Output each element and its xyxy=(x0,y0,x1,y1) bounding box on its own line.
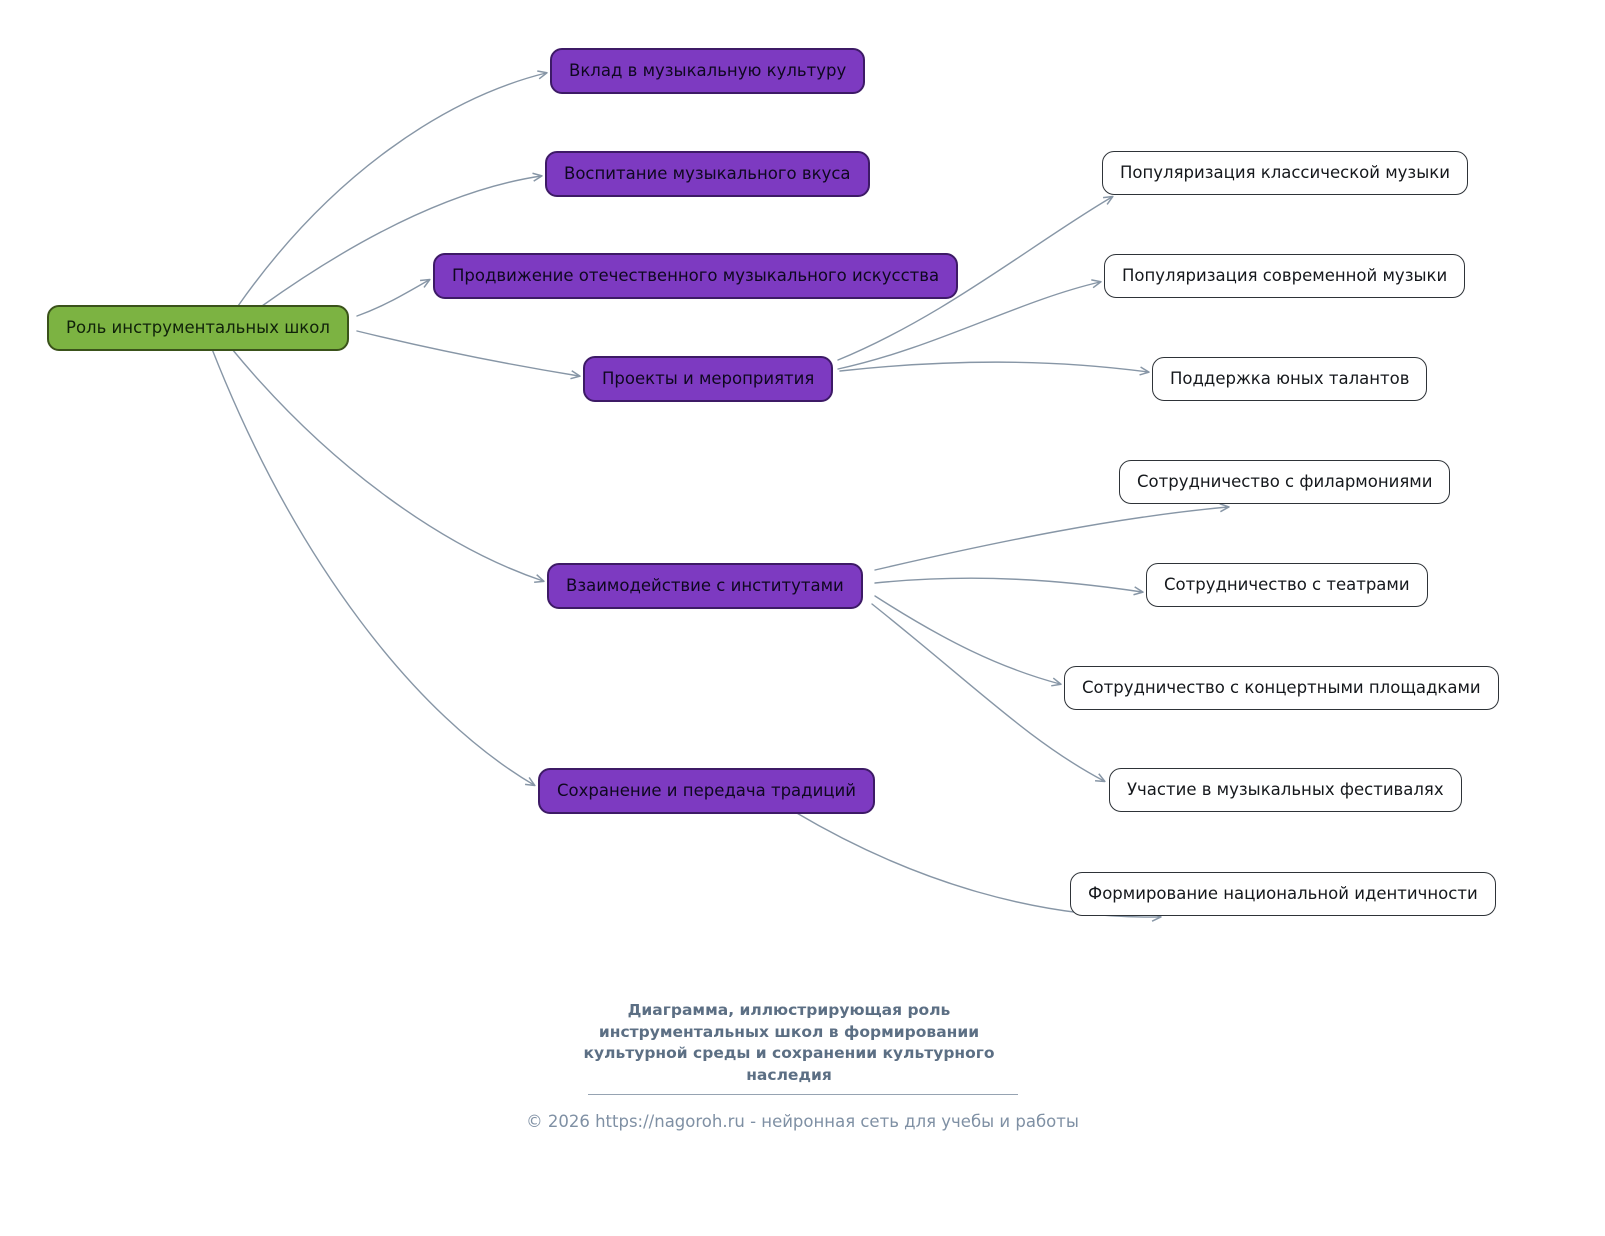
edge-root-to-traditions xyxy=(211,348,536,787)
edge-institutions-to-philharmonics xyxy=(874,503,1230,571)
edge-projects-to-classical xyxy=(837,195,1114,361)
branch-node-label: Взаимодействие с институтами xyxy=(566,576,844,595)
leaf-node-concert-venues: Сотрудничество с концертными площадками xyxy=(1064,666,1499,710)
leaf-node-festivals: Участие в музыкальных фестивалях xyxy=(1109,768,1462,812)
edge-institutions-to-theaters xyxy=(874,577,1144,596)
branch-node-promotion: Продвижение отечественного музыкального … xyxy=(433,253,959,299)
leaf-node-label: Популяризация современной музыки xyxy=(1122,266,1448,285)
edge-root-to-taste xyxy=(261,172,543,307)
branch-node-institutions: Взаимодействие с институтами xyxy=(547,563,863,609)
leaf-node-label: Популяризация классической музыки xyxy=(1120,163,1450,182)
leaf-node-theaters: Сотрудничество с театрами xyxy=(1146,563,1428,607)
caption-divider xyxy=(588,1094,1018,1095)
root-node-label: Роль инструментальных школ xyxy=(66,318,330,337)
leaf-node-national-identity: Формирование национальной идентичности xyxy=(1070,872,1496,916)
leaf-node-philharmonics: Сотрудничество с филармониями xyxy=(1119,460,1451,504)
edge-projects-to-modern xyxy=(837,279,1102,370)
edge-root-to-projects xyxy=(356,330,581,380)
leaf-node-label: Сотрудничество с филармониями xyxy=(1137,472,1433,491)
footer-credit: © 2026 https://nagoroh.ru - нейронная се… xyxy=(526,1112,1079,1131)
edge-institutions-to-festivals xyxy=(871,603,1106,783)
edge-projects-to-talents xyxy=(839,361,1150,376)
leaf-node-label: Сотрудничество с концертными площадками xyxy=(1082,678,1481,697)
branch-node-label: Проекты и мероприятия xyxy=(602,369,815,388)
edge-root-to-institutions xyxy=(231,348,545,583)
edge-institutions-to-venues xyxy=(874,595,1062,687)
leaf-node-label: Формирование национальной идентичности xyxy=(1088,884,1478,903)
leaf-node-classical-music: Популяризация классической музыки xyxy=(1102,151,1468,195)
branch-node-contribution: Вклад в музыкальную культуру xyxy=(550,48,866,94)
branch-node-label: Воспитание музыкального вкуса xyxy=(564,164,851,183)
leaf-node-label: Сотрудничество с театрами xyxy=(1164,575,1410,594)
diagram-caption: Диаграмма, иллюстрирующая роль инструмен… xyxy=(583,1001,995,1085)
branch-node-projects: Проекты и мероприятия xyxy=(583,356,834,402)
leaf-node-label: Поддержка юных талантов xyxy=(1170,369,1410,388)
root-node: Роль инструментальных школ xyxy=(47,305,349,351)
branch-node-taste: Воспитание музыкального вкуса xyxy=(545,151,870,197)
leaf-node-modern-music: Популяризация современной музыки xyxy=(1104,254,1466,298)
branch-node-label: Вклад в музыкальную культуру xyxy=(569,61,847,80)
edge-root-to-contribution xyxy=(237,70,548,307)
branch-node-traditions: Сохранение и передача традиций xyxy=(538,768,875,814)
branch-node-label: Сохранение и передача традиций xyxy=(557,781,856,800)
leaf-node-label: Участие в музыкальных фестивалях xyxy=(1127,780,1444,799)
edge-root-to-promotion xyxy=(356,278,431,317)
branch-node-label: Продвижение отечественного музыкального … xyxy=(452,266,940,285)
leaf-node-young-talents: Поддержка юных талантов xyxy=(1152,357,1428,401)
